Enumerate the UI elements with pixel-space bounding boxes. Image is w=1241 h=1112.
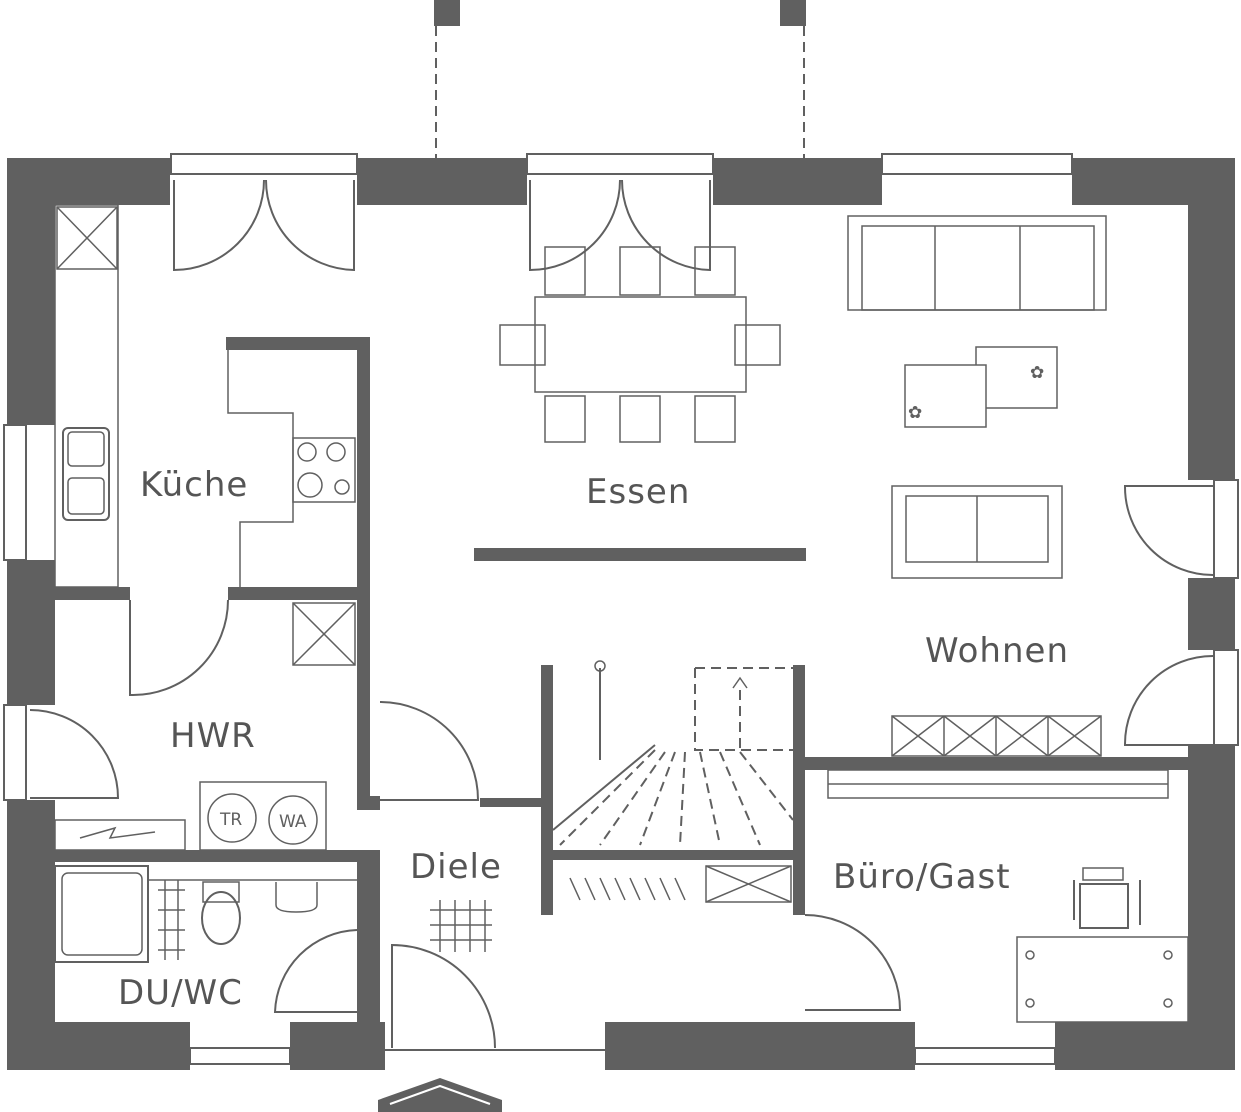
bathroom-furniture — [54, 865, 357, 963]
office-furniture — [827, 769, 1189, 1023]
kitchen-furniture — [54, 204, 356, 666]
washer-label: WA — [279, 812, 307, 832]
room-label-kueche: Küche — [140, 465, 248, 505]
staircase — [552, 660, 794, 903]
room-label-hwr: HWR — [170, 716, 256, 756]
dining-table — [499, 246, 781, 443]
doors — [29, 179, 1215, 1049]
interior-walls — [55, 337, 1188, 1022]
room-label-duwc: DU/WC — [118, 973, 243, 1013]
utility-furniture: TR WA — [54, 781, 327, 851]
room-label-wohnen: Wohnen — [925, 631, 1069, 671]
floor-mat — [430, 900, 492, 952]
terrace-outline — [434, 0, 806, 158]
dryer-label: TR — [219, 810, 242, 830]
room-label-diele: Diele — [410, 847, 502, 887]
outer-walls — [7, 158, 1235, 1070]
svg-text:✿: ✿ — [908, 403, 922, 423]
svg-text:✿: ✿ — [1030, 363, 1044, 383]
entrance-arrow-inner — [389, 1084, 491, 1105]
room-label-essen: Essen — [586, 472, 690, 512]
room-label-buero: Büro/Gast — [833, 857, 1011, 897]
entrance-arrow-icon — [378, 1078, 502, 1112]
windows — [3, 153, 1239, 1065]
living-furniture: ✿✿ — [847, 215, 1107, 757]
